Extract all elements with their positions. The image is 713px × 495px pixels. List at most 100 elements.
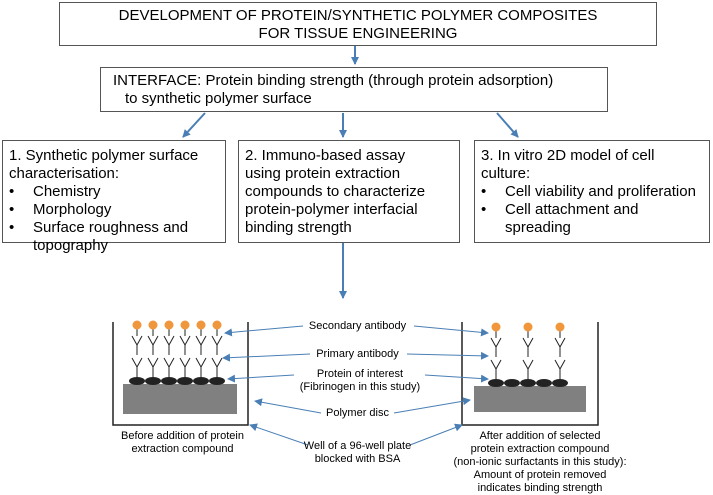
antibody-label-head xyxy=(196,320,206,330)
callout-polymer-left xyxy=(254,398,322,414)
antibody-stack xyxy=(536,379,552,387)
left-caption-line-2: extraction compound xyxy=(131,443,234,455)
callout-protein-right xyxy=(424,374,489,383)
antibody-stack xyxy=(161,320,177,385)
column-1-heading-line-1: 1. Synthetic polymer surface xyxy=(9,147,199,164)
right-caption-line-2: protein extraction compound xyxy=(470,443,610,455)
protein-molecule xyxy=(209,377,225,385)
primary-antibody-arm xyxy=(495,359,502,370)
label-well-line-2: blocked with BSA xyxy=(314,453,401,465)
primary-antibody-arm xyxy=(527,359,534,370)
secondary-antibody-arm xyxy=(152,335,159,346)
protein-molecule xyxy=(552,379,568,387)
column-surface-characterisation: 1. Synthetic polymer surface characteris… xyxy=(2,140,226,254)
right-caption-line-3: (non-ionic surfactants in this study): xyxy=(453,456,627,468)
callout-well-right xyxy=(409,423,463,446)
right-antibody-stacks xyxy=(488,322,568,387)
antibody-label-head xyxy=(555,322,565,332)
label-well-line-1: Well of a 96-well plate xyxy=(303,440,412,452)
secondary-antibody-arm xyxy=(559,337,566,348)
primary-antibody-arm xyxy=(163,357,170,368)
secondary-antibody-arm xyxy=(131,335,138,346)
callout-primary-right xyxy=(406,351,489,360)
callout-primary-left xyxy=(222,353,311,362)
column-2-heading-line-1: 2. Immuno-based assay xyxy=(245,147,406,164)
antibody-stack xyxy=(129,320,145,385)
secondary-antibody-arm xyxy=(527,337,534,348)
left-well xyxy=(112,322,249,426)
antibody-stack xyxy=(145,320,161,385)
primary-antibody-arm xyxy=(522,359,529,370)
antibody-stack xyxy=(552,322,568,387)
column-3-heading-line-2: culture: xyxy=(481,165,531,182)
list-item: Cell attachment and spreading xyxy=(481,201,703,237)
callout-secondary-right xyxy=(413,325,489,337)
right-caption-line-5: indicates binding strength xyxy=(477,482,603,494)
right-well xyxy=(461,322,599,426)
label-protein-line-2: (Fibrinogen in this study) xyxy=(299,381,421,393)
primary-antibody-arm xyxy=(216,357,223,368)
antibody-stack xyxy=(209,320,225,385)
secondary-antibody-arm xyxy=(136,335,143,346)
antibody-label-head xyxy=(180,320,190,330)
callout-lines xyxy=(222,325,489,446)
column-1-list: Chemistry Morphology Surface roughness a… xyxy=(9,183,219,255)
label-primary-antibody: Primary antibody xyxy=(316,348,399,360)
interface-line-2: to synthetic polymer surface xyxy=(125,90,312,107)
primary-antibody-arm xyxy=(147,357,154,368)
column-3-list: Cell viability and proliferation Cell at… xyxy=(481,183,703,237)
protein-molecule xyxy=(145,377,161,385)
primary-antibody-arm xyxy=(200,357,207,368)
antibody-label-head xyxy=(164,320,174,330)
right-caption: After addition of selected protein extra… xyxy=(440,430,640,495)
secondary-antibody-arm xyxy=(200,335,207,346)
primary-antibody-arm xyxy=(131,357,138,368)
interface-line-1: INTERFACE: Protein binding strength (thr… xyxy=(113,72,554,89)
antibody-label-head xyxy=(132,320,142,330)
secondary-antibody-arm xyxy=(179,335,186,346)
left-antibody-stacks xyxy=(129,320,225,385)
title-line-1: DEVELOPMENT OF PROTEIN/SYNTHETIC POLYMER… xyxy=(118,7,598,24)
protein-molecule xyxy=(161,377,177,385)
secondary-antibody-arm xyxy=(168,335,175,346)
callout-secondary-left xyxy=(224,325,304,337)
antibody-label-head xyxy=(523,322,533,332)
protein-molecule xyxy=(488,379,504,387)
antibody-stack xyxy=(488,322,504,387)
flow-arrows xyxy=(182,46,519,299)
title-box: DEVELOPMENT OF PROTEIN/SYNTHETIC POLYMER… xyxy=(59,2,657,46)
secondary-antibody-arm xyxy=(211,335,218,346)
antibody-stack xyxy=(504,379,520,387)
column-2-heading-line-3: compounds to characterize xyxy=(245,183,426,200)
callout-polymer-right xyxy=(393,397,471,414)
secondary-antibody-arm xyxy=(195,335,202,346)
label-protein-line-1: Protein of interest xyxy=(316,368,404,380)
right-caption-line-1: After addition of selected xyxy=(479,430,601,442)
list-item: Morphology xyxy=(9,201,219,219)
primary-antibody-arm xyxy=(136,357,143,368)
callout-protein-left xyxy=(227,374,295,383)
secondary-antibody-arm xyxy=(490,337,497,348)
left-caption: Before addition of protein extraction co… xyxy=(100,430,265,456)
label-secondary-antibody: Secondary antibody xyxy=(308,320,407,332)
column-cell-culture: 3. In vitro 2D model of cell culture: Ce… xyxy=(474,140,710,243)
label-protein-of-interest: Protein of interest (Fibrinogen in this … xyxy=(290,368,430,394)
label-well: Well of a 96-well plate blocked with BSA xyxy=(295,440,420,466)
list-item: Chemistry xyxy=(9,183,219,201)
interface-box: INTERFACE: Protein binding strength (thr… xyxy=(100,67,608,112)
protein-molecule xyxy=(193,377,209,385)
left-caption-line-1: Before addition of protein xyxy=(121,430,244,442)
column-2-heading-line-2: using protein extraction xyxy=(245,165,401,182)
arrow-to-column-3 xyxy=(496,112,519,138)
secondary-antibody-arm xyxy=(147,335,154,346)
secondary-antibody-arm xyxy=(216,335,223,346)
primary-antibody-arm xyxy=(554,359,561,370)
antibody-stack xyxy=(177,320,193,385)
column-2-heading-line-4: protein-polymer interfacial xyxy=(245,201,418,218)
primary-antibody-arm xyxy=(490,359,497,370)
right-polymer-disc xyxy=(474,386,586,412)
protein-molecule xyxy=(129,377,145,385)
protein-molecule xyxy=(520,379,536,387)
list-item: Surface roughness and topography xyxy=(9,219,219,255)
